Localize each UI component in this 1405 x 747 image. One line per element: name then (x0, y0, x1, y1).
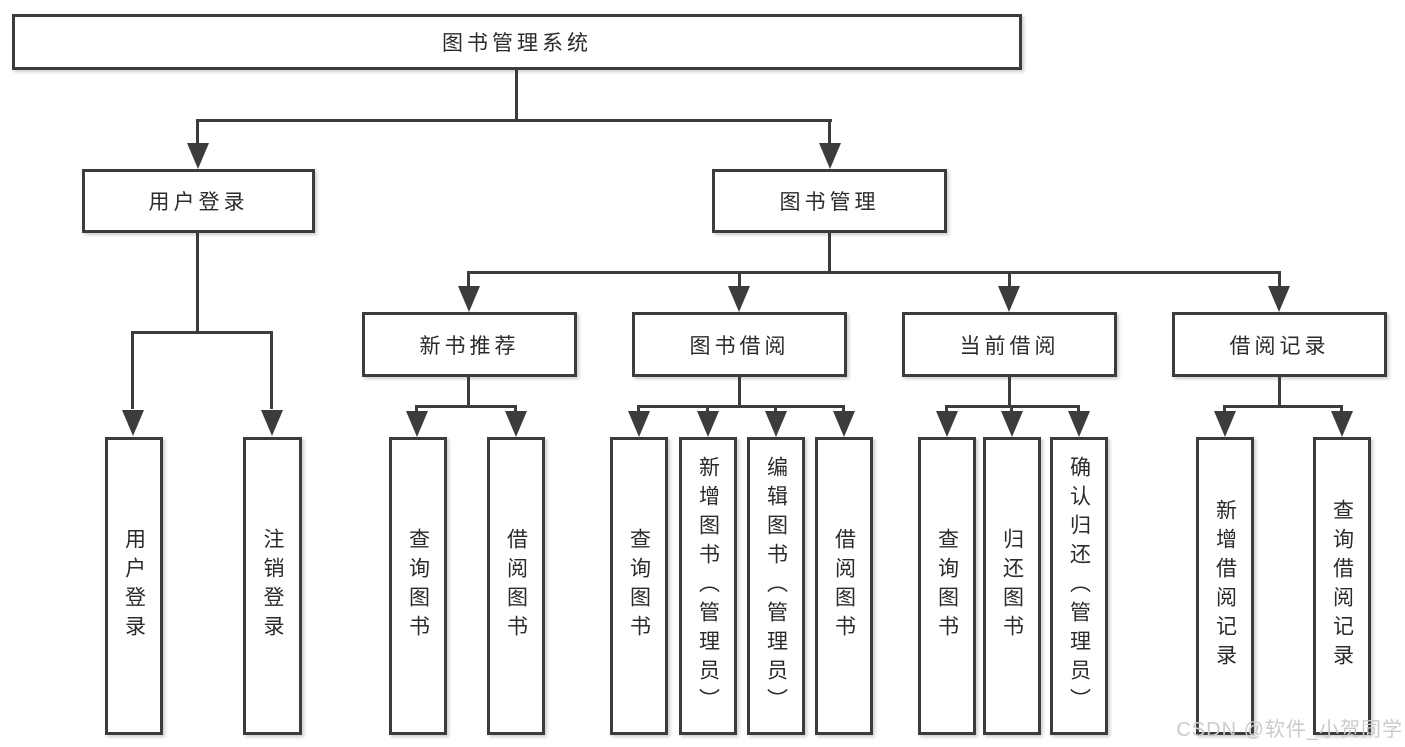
leaf-add-book-admin-label: 新增图书（管理员） (696, 455, 720, 717)
leaf-query-book-borrow: 查询图书 (610, 437, 668, 735)
connector-arm (467, 271, 470, 293)
arrow-down-icon (1331, 411, 1353, 437)
node-borrow-records: 借阅记录 (1172, 312, 1387, 377)
arrow-down-icon (765, 411, 787, 437)
leaf-user-login-label: 用户登录 (122, 528, 146, 644)
leaf-edit-book-admin-label: 编辑图书（管理员） (764, 455, 788, 717)
leaf-add-borrow-record-label: 新增借阅记录 (1213, 499, 1237, 673)
leaf-add-borrow-record: 新增借阅记录 (1196, 437, 1254, 735)
node-user-login-label: 用户登录 (148, 191, 249, 214)
leaf-user-login: 用户登录 (105, 437, 163, 735)
arrow-down-icon (187, 143, 209, 169)
connector-arm (1008, 271, 1011, 293)
node-current-borrow-label: 当前借阅 (959, 334, 1060, 358)
node-root: 图书管理系统 (12, 14, 1022, 70)
csdn-watermark: CSDN @软件_小贺同学 (1176, 719, 1403, 741)
arrow-down-icon (458, 286, 480, 312)
connector-to-book-mgmt (828, 119, 831, 149)
leaf-query-book-recommend-label: 查询图书 (406, 528, 430, 644)
connector-group-stem (1278, 377, 1281, 408)
leaf-borrow-book-recommend: 借阅图书 (487, 437, 545, 735)
node-borrow-records-label: 借阅记录 (1229, 334, 1330, 358)
connector-arm (270, 331, 273, 409)
leaf-borrow-book-label: 借阅图书 (832, 528, 856, 644)
leaf-query-book-borrow-label: 查询图书 (627, 528, 651, 644)
connector-group-stem (1008, 377, 1011, 408)
node-book-management-label: 图书管理 (779, 191, 880, 214)
arrow-down-icon (936, 411, 958, 437)
node-book-management: 图书管理 (712, 169, 947, 233)
arrow-down-icon (833, 411, 855, 437)
arrow-down-icon (261, 410, 283, 436)
connector-book-mgmt-stem (828, 233, 831, 274)
arrow-down-icon (697, 411, 719, 437)
connector-level1-rail (196, 119, 832, 122)
leaf-query-borrow-record-label: 查询借阅记录 (1330, 499, 1354, 673)
arrow-down-icon (819, 143, 841, 169)
leaf-query-book-recommend: 查询图书 (389, 437, 447, 735)
leaf-logout-label: 注销登录 (261, 528, 284, 644)
leaf-confirm-return-admin-label: 确认归还（管理员） (1067, 455, 1091, 717)
leaf-query-borrow-record: 查询借阅记录 (1313, 437, 1371, 735)
arrow-down-icon (1068, 411, 1090, 437)
node-user-login: 用户登录 (82, 169, 315, 233)
arrow-down-icon (1214, 411, 1236, 437)
arrow-down-icon (1268, 286, 1290, 312)
node-current-borrow: 当前借阅 (902, 312, 1117, 377)
leaf-logout: 注销登录 (243, 437, 302, 735)
connector-user-login-rail (131, 331, 272, 334)
connector-arm (738, 271, 741, 293)
connector-root-stem (515, 69, 518, 120)
leaf-borrow-book: 借阅图书 (815, 437, 873, 735)
connector-group-stem (467, 377, 470, 408)
leaf-query-book-current: 查询图书 (918, 437, 976, 735)
node-book-borrow: 图书借阅 (632, 312, 847, 377)
arrow-down-icon (1001, 411, 1023, 437)
connector-arm (1278, 271, 1281, 293)
connector-group-rail (415, 405, 517, 408)
leaf-borrow-book-recommend-label: 借阅图书 (504, 528, 528, 644)
connector-group-stem (738, 377, 741, 408)
connector-group-rail (1223, 405, 1342, 408)
arrow-down-icon (628, 411, 650, 437)
leaf-return-book: 归还图书 (983, 437, 1041, 735)
node-book-borrow-label: 图书借阅 (689, 334, 790, 358)
leaf-confirm-return-admin: 确认归还（管理员） (1050, 437, 1108, 735)
connector-level2-rail (467, 271, 1281, 274)
leaf-edit-book-admin: 编辑图书（管理员） (747, 437, 805, 735)
connector-to-user-login (196, 119, 199, 149)
connector-group-rail (637, 405, 844, 408)
connector-arm (131, 331, 134, 409)
leaf-query-book-current-label: 查询图书 (935, 528, 959, 644)
node-new-book-recommend: 新书推荐 (362, 312, 577, 377)
arrow-down-icon (998, 286, 1020, 312)
connector-user-login-stem (196, 233, 199, 333)
arrow-down-icon (505, 411, 527, 437)
arrow-down-icon (728, 286, 750, 312)
arrow-down-icon (406, 411, 428, 437)
leaf-add-book-admin: 新增图书（管理员） (679, 437, 737, 735)
leaf-return-book-label: 归还图书 (1000, 528, 1024, 644)
node-new-book-recommend-label: 新书推荐 (419, 334, 520, 358)
node-root-label: 图书管理系统 (442, 32, 592, 55)
arrow-down-icon (122, 410, 144, 436)
